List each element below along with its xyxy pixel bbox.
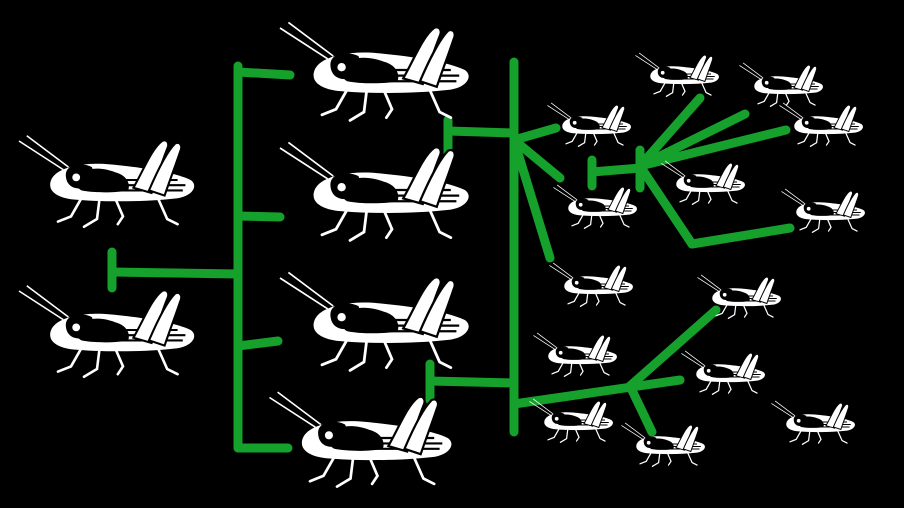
grasshopper-icon [770,400,856,445]
tree-connector-line [233,211,285,222]
grasshopper-icon [680,350,766,395]
grasshopper-icon [278,140,471,242]
tree-connector-line [625,305,721,391]
tree-connector-line [625,381,657,437]
grasshopper-icon [17,284,196,379]
tree-connector-line [233,336,283,351]
tree-connector-line [587,163,645,177]
tree-connector-line [635,161,697,249]
grasshopper-icon [780,188,866,233]
grasshopper-icon [620,422,706,467]
tree-connector-line [107,267,243,279]
tree-connector-line [425,376,519,388]
grasshopper-icon [532,332,618,377]
tree-connector-line [635,93,705,171]
grasshopper-icon [548,262,634,307]
tree-connector-line [233,67,295,80]
grasshopper-icon [738,62,824,107]
grasshopper-icon [278,270,471,372]
grasshopper-icon [634,52,720,97]
tree-connector-line [509,135,565,183]
grasshopper-icon [546,102,632,147]
grasshopper-icon [17,134,196,229]
grasshopper-icon [278,21,471,122]
grasshopper-icon [660,160,746,205]
tree-connector-line [509,135,555,263]
grasshopper-icon [778,102,864,147]
tree-connector-line [635,125,791,171]
tree-connector-line [443,126,519,138]
tree-connector-line [509,375,685,409]
grasshopper-icon [552,184,638,229]
tree-connector-line [509,123,561,145]
grasshopper-icon [528,398,614,443]
grasshopper-icon [268,390,453,488]
tree-connector-line [687,223,795,249]
